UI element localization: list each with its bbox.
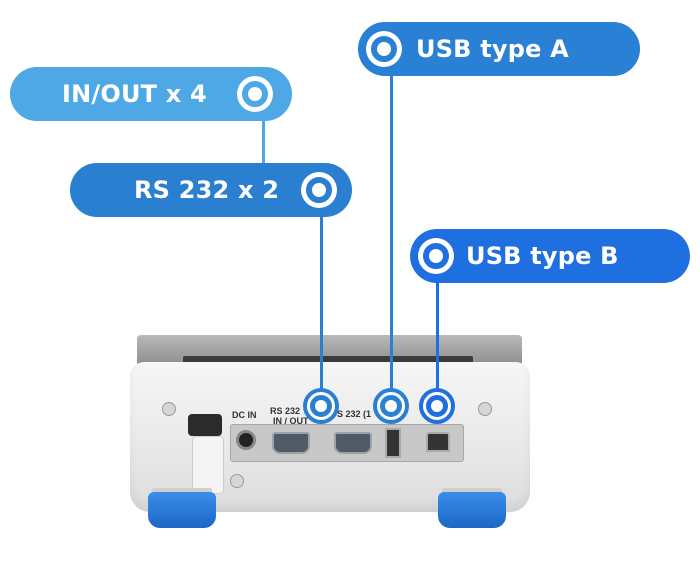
- cable-bracket: [192, 436, 224, 494]
- inout-callout-label: IN/OUT x 4: [62, 80, 207, 108]
- usb-a-connector-line: [390, 72, 393, 396]
- inout-label: IN / OUT: [273, 416, 309, 426]
- target-ring-icon: [418, 238, 454, 274]
- inout-connector-line: [262, 118, 265, 168]
- foot-left: [148, 492, 216, 528]
- rs232-left-label: RS 232: [270, 406, 301, 416]
- usb-a-port-marker: [373, 388, 409, 424]
- usb-b-port-marker: [419, 388, 455, 424]
- rs232-port-marker: [303, 388, 339, 424]
- usb-a-callout-label: USB type A: [416, 35, 569, 63]
- foot-right: [438, 492, 506, 528]
- usb-b-callout-label: USB type B: [466, 242, 619, 270]
- usb-b-connector-line: [436, 281, 439, 396]
- usb-a-callout: USB type A: [358, 22, 640, 76]
- target-ring-icon: [236, 76, 273, 112]
- usb-a-port: [385, 428, 401, 458]
- screw-icon: [478, 402, 492, 416]
- screw-icon: [162, 402, 176, 416]
- inout-callout: IN/OUT x 4: [10, 67, 292, 121]
- rs232-right-label: S 232 (1: [337, 409, 372, 419]
- usb-b-port: [426, 432, 450, 452]
- rs232-connector-line: [320, 212, 323, 396]
- rs232-callout: RS 232 x 2: [70, 163, 352, 217]
- dc-in-label: DC IN: [232, 410, 257, 420]
- screw-icon: [230, 474, 244, 488]
- pan-base-shadow: [183, 356, 473, 366]
- usb-b-callout: USB type B: [410, 229, 690, 283]
- dc-in-port: [236, 430, 256, 450]
- rs232-db-port: [334, 432, 372, 454]
- inout-db-port: [272, 432, 310, 454]
- rs232-callout-label: RS 232 x 2: [134, 176, 280, 204]
- target-ring-icon: [301, 172, 338, 208]
- target-ring-icon: [366, 31, 402, 67]
- leveling-knob: [188, 414, 222, 436]
